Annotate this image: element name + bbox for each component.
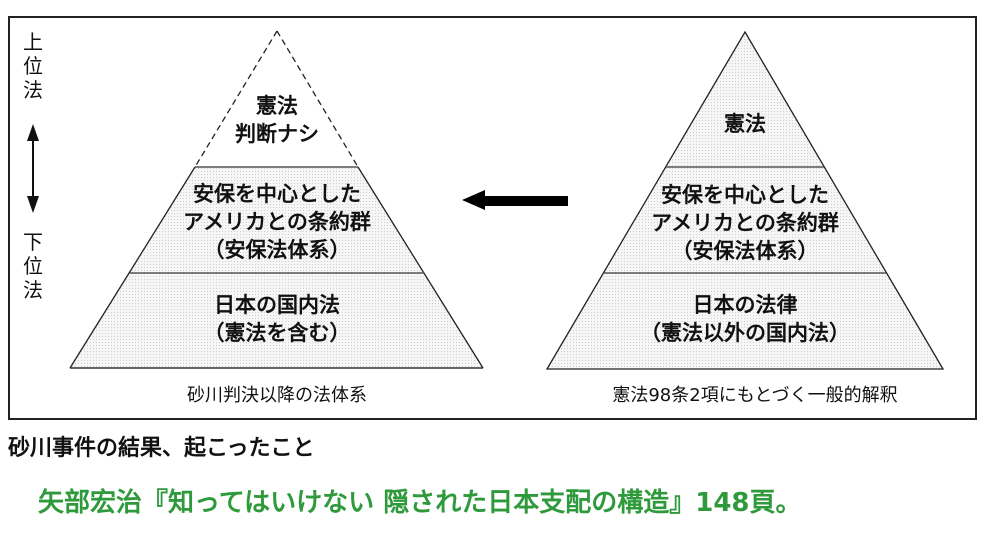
tier-line: （憲法以外の国内法） [640,321,850,345]
right-top-tier: 憲法 [645,110,845,138]
tier-line: 憲法 [724,112,766,136]
left-middle-tier: 安保を中心とした アメリカとの条約群 （安保法体系） [127,180,427,264]
citation: 矢部宏治『知ってはいけない 隠された日本支配の構造』148頁。 [38,488,802,518]
upper-law-label: 上位法 [23,30,43,102]
tier-line: 憲法 [256,94,298,118]
tier-line: （安保法体系） [203,238,351,262]
lower-law-label: 下位法 [23,230,43,302]
figure-title: 砂川事件の結果、起こったこと [8,436,315,461]
tier-line: （安保法体系） [671,239,819,263]
figure-frame [8,16,977,420]
left-top-tier: 憲法 判断ナシ [177,92,377,148]
right-pyramid [545,30,945,370]
tier-line: 安保を中心とした [193,182,361,206]
left-arrow-icon [462,190,568,210]
tier-line: （憲法を含む） [203,321,351,345]
left-bottom-tier: 日本の国内法 （憲法を含む） [127,291,427,347]
tier-line: 日本の法律 [692,293,798,317]
right-bottom-tier: 日本の法律 （憲法以外の国内法） [595,291,895,347]
left-pyramid [69,30,484,369]
tier-line: 判断ナシ [235,122,319,146]
up-down-arrow-icon [27,124,39,213]
tier-line: 日本の国内法 [214,293,340,317]
tier-line: アメリカとの条約群 [183,210,371,234]
tier-line: アメリカとの条約群 [651,211,839,235]
right-pyramid-caption: 憲法98条2項にもとづく一般的解釈 [612,385,898,406]
left-pyramid-caption: 砂川判決以降の法体系 [187,385,367,406]
right-middle-tier: 安保を中心とした アメリカとの条約群 （安保法体系） [595,181,895,265]
tier-line: 安保を中心とした [661,183,829,207]
